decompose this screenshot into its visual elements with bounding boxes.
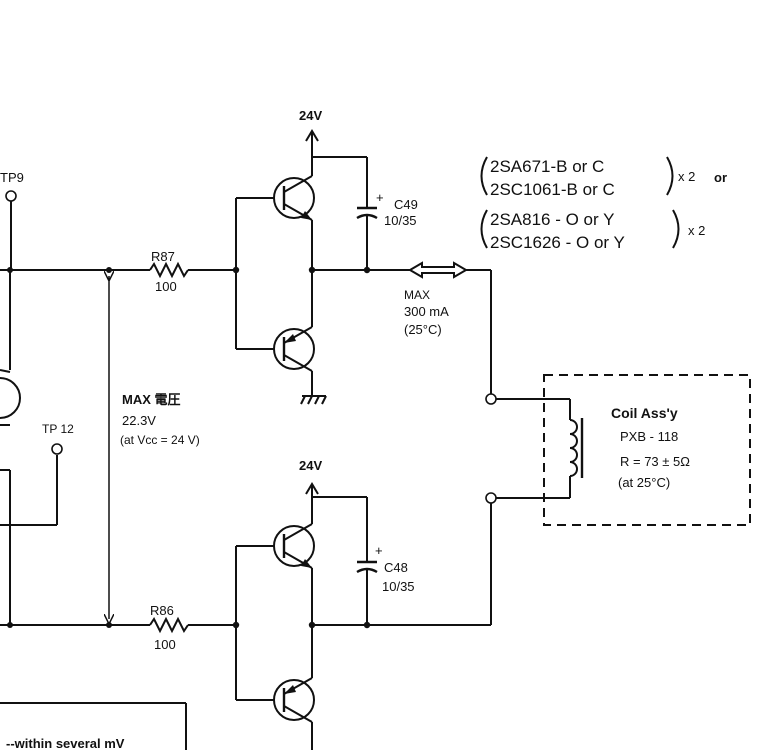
top-signal-line <box>0 261 240 279</box>
transistor-note-line3: 2SA816 - O or Y <box>490 210 614 229</box>
c48-value: 10/35 <box>382 579 415 594</box>
coil-assembly-box <box>543 374 751 526</box>
coil-inductor <box>569 418 584 478</box>
transistor-note-mult1: x 2 <box>678 169 695 184</box>
transistor-note-line1: 2SA671-B or C <box>490 157 604 176</box>
capacitor-c49 <box>356 157 378 270</box>
c49-polarity: + <box>376 190 384 205</box>
max-voltage-title: MAX 電圧 <box>122 392 181 407</box>
capacitor-c48 <box>356 497 378 625</box>
transistor-note-line2: 2SC1061-B or C <box>490 180 615 199</box>
r86-value: 100 <box>154 637 176 652</box>
transistor-note-line4: 2SC1626 - O or Y <box>490 233 625 252</box>
tp9-label: TP9 <box>0 170 24 185</box>
current-condition: (25°C) <box>404 322 442 337</box>
max-voltage-condition: (at Vcc = 24 V) <box>120 433 200 447</box>
c49-ref: C49 <box>394 197 418 212</box>
bottom-24v-label: 24V <box>299 458 322 473</box>
tp12-label: TP 12 <box>42 422 74 436</box>
bottom-output-stage <box>235 482 492 750</box>
coil-resistance: R = 73 ± 5Ω <box>620 454 690 469</box>
r87-ref: R87 <box>151 249 175 264</box>
bottom-signal-line <box>0 616 240 634</box>
transistor-note-or: or <box>714 170 727 185</box>
max-voltage-value: 22.3V <box>122 413 156 428</box>
transistor-q-bottom-lower <box>273 677 315 750</box>
footnote-text: --within several mV <box>6 736 125 750</box>
current-arrow <box>408 261 468 279</box>
current-value: 300 mA <box>404 304 449 319</box>
tp9-test-point: TP9 <box>0 170 24 270</box>
transistor-note-mult2: x 2 <box>688 223 705 238</box>
r86-ref: R86 <box>150 603 174 618</box>
transistor-q-bottom-upper <box>273 523 315 569</box>
coil-terminals <box>485 393 571 504</box>
ground-symbol <box>300 395 327 405</box>
coil-condition: (at 25°C) <box>618 475 670 490</box>
c48-ref: C48 <box>384 560 408 575</box>
footnote-box <box>0 702 187 750</box>
transistor-note-brackets <box>480 156 680 249</box>
tp12-test-point: TP 12 <box>42 422 74 455</box>
top-24v-label: 24V <box>299 108 322 123</box>
c48-polarity: + <box>375 543 383 558</box>
r87-value: 100 <box>155 279 177 294</box>
current-title: MAX <box>404 288 430 302</box>
transistor-q-top-lower <box>273 326 315 395</box>
coil-part-number: PXB - 118 <box>620 429 678 444</box>
top-output-stage <box>235 129 492 405</box>
left-edge-wiring <box>0 270 58 625</box>
coil-title: Coil Ass'y <box>611 405 678 421</box>
c49-value: 10/35 <box>384 213 417 228</box>
transistor-q-top-upper <box>273 157 315 221</box>
